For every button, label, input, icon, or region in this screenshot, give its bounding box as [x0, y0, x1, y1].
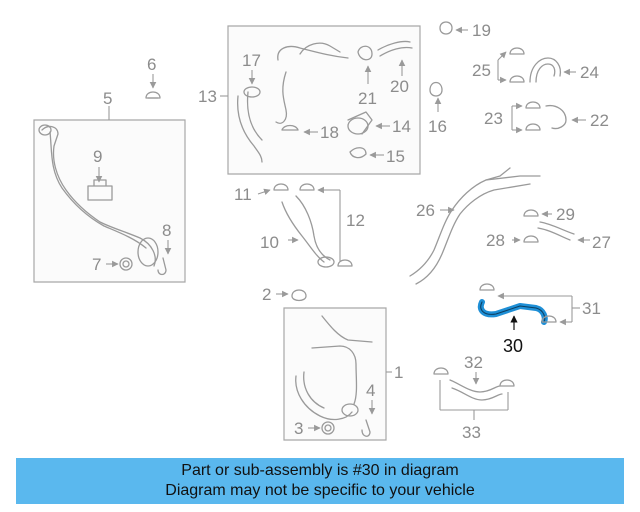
callout-16: 16	[428, 117, 447, 136]
callout-27: 27	[592, 233, 611, 252]
group-box-1	[283, 307, 392, 441]
parts-32-33	[433, 367, 515, 420]
callout-7: 7	[92, 255, 101, 274]
callout-30: 30	[503, 336, 523, 356]
part-30-hose-highlighted	[477, 299, 548, 330]
callout-4: 4	[366, 381, 375, 400]
callout-24: 24	[580, 63, 599, 82]
callout-5: 5	[103, 89, 112, 108]
callout-33: 33	[462, 423, 481, 442]
diagram-notice-banner: Part or sub-assembly is #30 in diagram D…	[16, 458, 624, 504]
callout-12: 12	[346, 211, 365, 230]
callout-9: 9	[93, 147, 102, 166]
callout-6: 6	[147, 55, 156, 74]
part-31-clamps	[479, 283, 580, 326]
part-16-19-clamps	[429, 21, 468, 112]
callout-18: 18	[320, 123, 339, 142]
callout-2: 2	[262, 285, 271, 304]
callout-1: 1	[394, 363, 403, 382]
callout-17: 17	[242, 51, 261, 70]
callout-10: 10	[260, 233, 279, 252]
callout-20: 20	[390, 77, 409, 96]
callout-28: 28	[486, 231, 505, 250]
callout-14: 14	[392, 117, 411, 136]
callout-13: 13	[198, 87, 217, 106]
part-26-pipe	[409, 167, 541, 285]
callout-29: 29	[556, 205, 575, 224]
callout-11: 11	[234, 185, 252, 204]
notice-line-2: Diagram may not be specific to your vehi…	[165, 482, 475, 499]
group-box-5	[33, 106, 186, 283]
parts-10-12	[257, 183, 353, 268]
parts-27-29	[512, 209, 590, 244]
parts-22-25	[497, 47, 586, 134]
callout-23: 23	[484, 109, 503, 128]
callout-31: 31	[582, 299, 601, 318]
callout-26: 26	[416, 201, 435, 220]
part-2-clamp	[276, 289, 307, 302]
callout-25: 25	[472, 61, 491, 80]
callout-21: 21	[358, 89, 377, 108]
callout-15: 15	[386, 147, 405, 166]
callout-32: 32	[464, 353, 483, 372]
notice-line-1: Part or sub-assembly is #30 in diagram	[181, 462, 459, 479]
callout-19: 19	[472, 21, 491, 40]
group-box-13	[220, 25, 421, 175]
part-6-clamp	[145, 74, 161, 99]
callout-8: 8	[162, 221, 171, 240]
callout-22: 22	[590, 111, 609, 130]
callout-3: 3	[294, 419, 303, 438]
